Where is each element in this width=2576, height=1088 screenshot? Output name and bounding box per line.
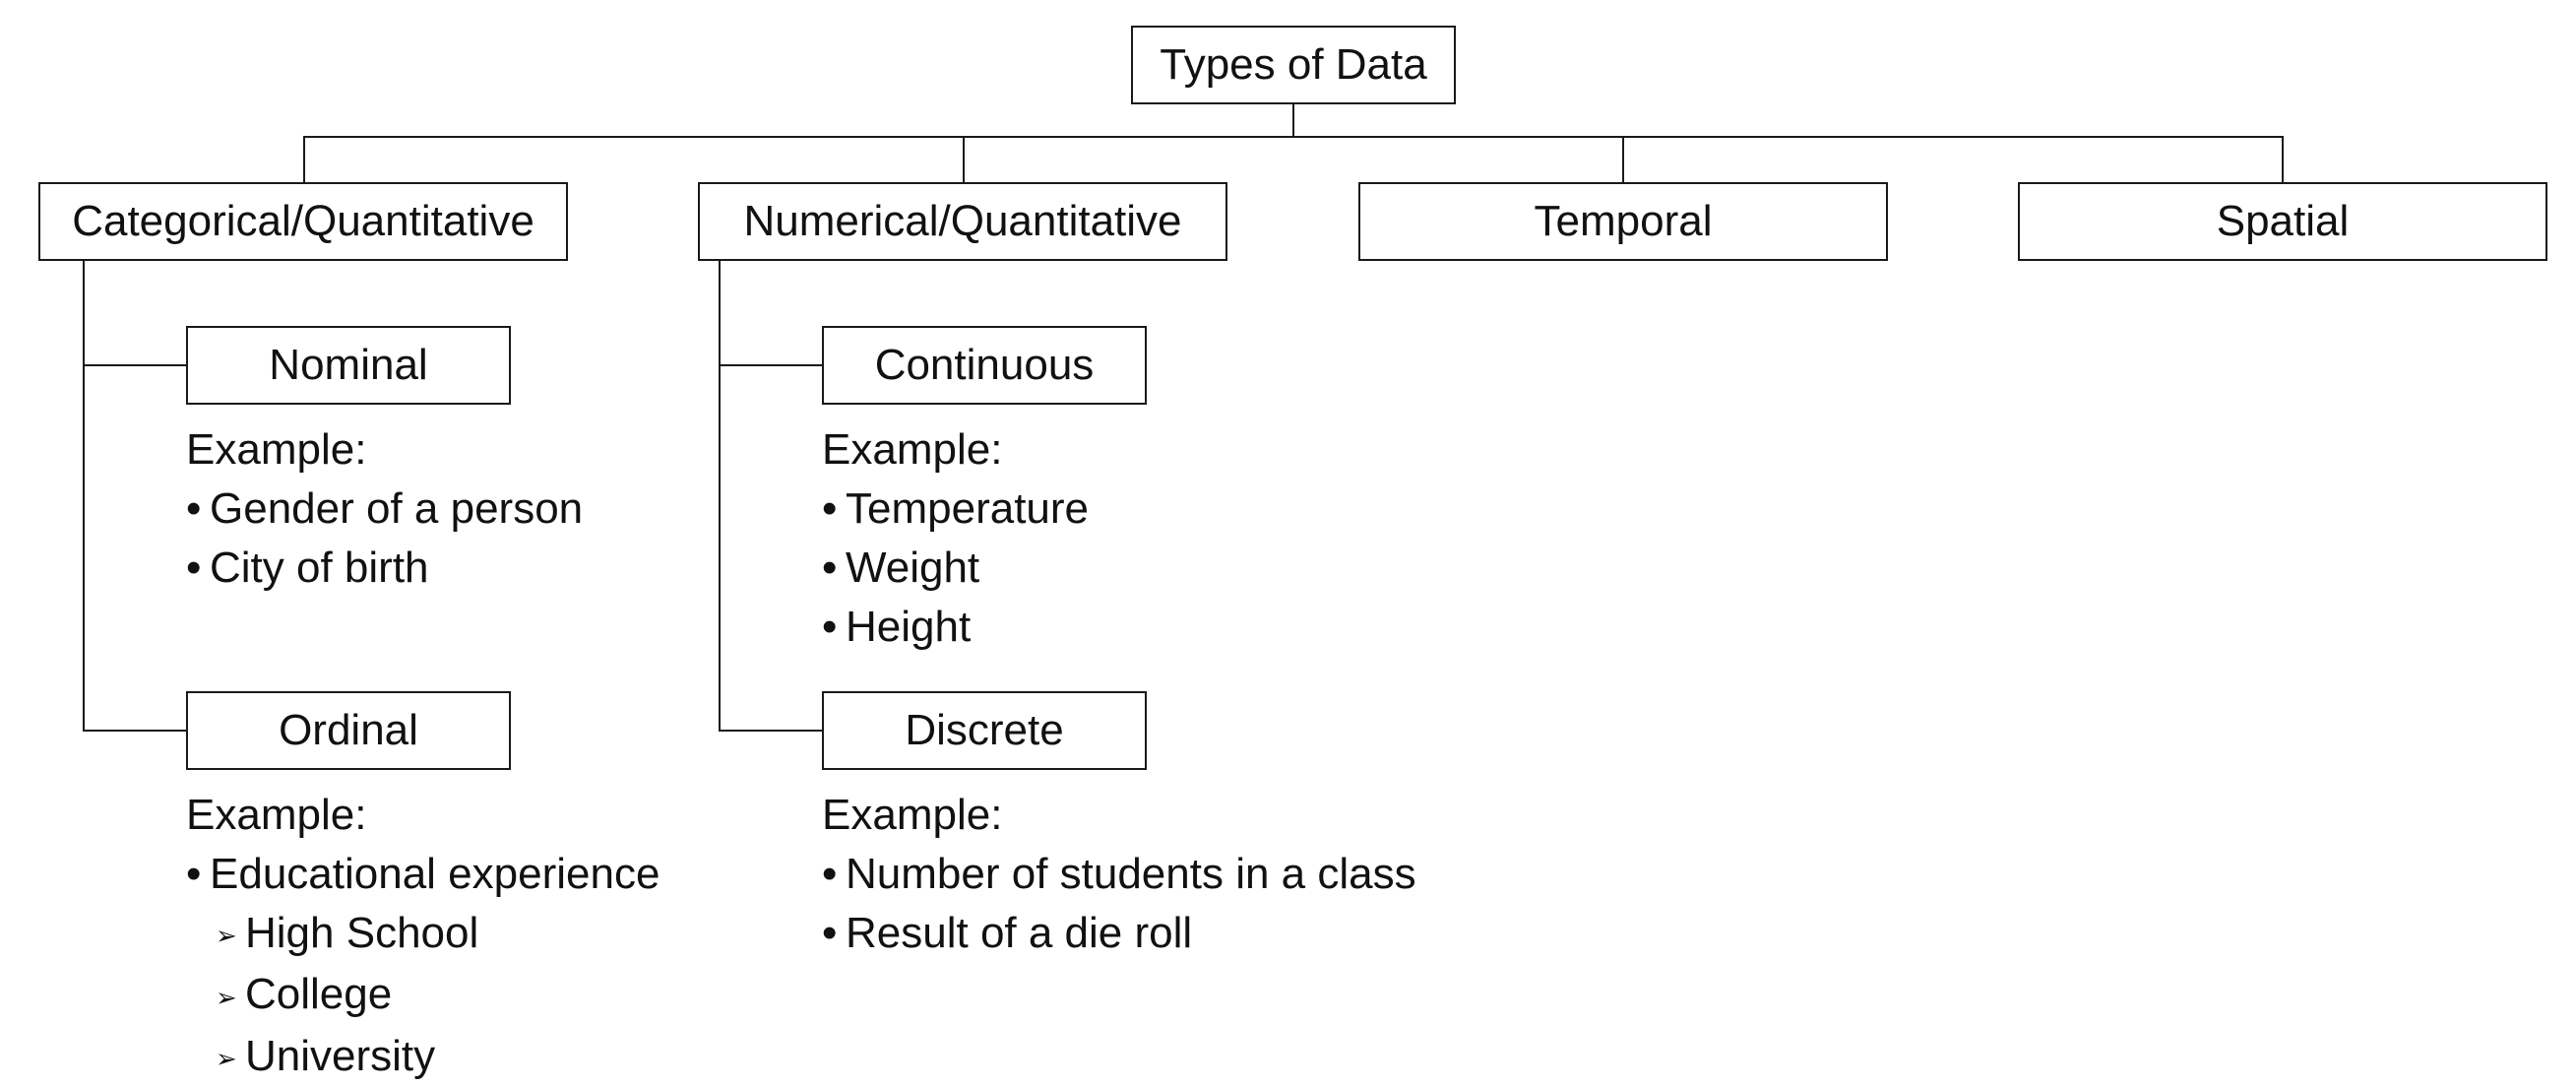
nominal-examples: Example: •Gender of a person •City of bi…	[186, 420, 583, 598]
continuous-example-1: Temperature	[846, 484, 1090, 533]
connector-to-nominal	[83, 364, 187, 366]
ordinal-label: Ordinal	[279, 706, 418, 754]
arrow-bullet-icon: ➢	[216, 1044, 237, 1074]
sub-list-item: ➢ College	[186, 965, 660, 1026]
continuous-example-2: Weight	[846, 544, 980, 592]
root-label: Types of Data	[1160, 40, 1427, 89]
connector-to-spatial	[2282, 136, 2284, 183]
continuous-examples: Example: •Temperature •Weight •Height	[822, 420, 1089, 657]
list-item: •Temperature	[822, 480, 1089, 539]
discrete-node: Discrete	[822, 691, 1147, 770]
discrete-examples: Example: •Number of students in a class …	[822, 786, 1416, 963]
list-item: •Weight	[822, 539, 1089, 598]
list-item: •City of birth	[186, 539, 583, 598]
arrow-bullet-icon: ➢	[216, 921, 237, 951]
bullet-icon: •	[822, 484, 838, 533]
bullet-icon: •	[822, 850, 838, 898]
spatial-label: Spatial	[2216, 197, 2350, 245]
continuous-label: Continuous	[874, 341, 1095, 389]
sub-list-item: ➢ High School	[186, 904, 660, 965]
bullet-icon: •	[186, 484, 202, 533]
numerical-label: Numerical/Quantitative	[743, 197, 1182, 245]
list-item: •Result of a die roll	[822, 904, 1416, 963]
sub-list-item: ➢ University	[186, 1027, 660, 1088]
nominal-label: Nominal	[269, 341, 428, 389]
spatial-node: Spatial	[2018, 182, 2547, 261]
discrete-example-1: Number of students in a class	[846, 850, 1416, 898]
connector-to-numerical	[963, 136, 965, 183]
list-item: •Educational experience	[186, 845, 660, 904]
connector-categorical-trunk	[83, 259, 85, 732]
connector-to-continuous	[719, 364, 823, 366]
ordinal-example-heading: Example:	[186, 791, 367, 839]
discrete-example-heading: Example:	[822, 791, 1003, 839]
nominal-example-heading: Example:	[186, 425, 367, 474]
ordinal-examples: Example: •Educational experience ➢ High S…	[186, 786, 660, 1088]
list-item: •Gender of a person	[186, 480, 583, 539]
list-item: •Number of students in a class	[822, 845, 1416, 904]
list-item: •Height	[822, 598, 1089, 657]
connector-level1-bar	[303, 136, 2284, 138]
arrow-bullet-icon: ➢	[216, 982, 237, 1012]
bullet-icon: •	[186, 850, 202, 898]
ordinal-subitem-2: College	[245, 970, 393, 1019]
bullet-icon: •	[822, 544, 838, 592]
discrete-label: Discrete	[905, 706, 1064, 754]
bullet-icon: •	[186, 544, 202, 592]
connector-root-down	[1292, 103, 1294, 138]
temporal-node: Temporal	[1358, 182, 1888, 261]
nominal-example-2: City of birth	[210, 544, 429, 592]
nominal-example-1: Gender of a person	[210, 484, 584, 533]
numerical-node: Numerical/Quantitative	[698, 182, 1227, 261]
ordinal-subitem-1: High School	[245, 909, 479, 957]
ordinal-node: Ordinal	[186, 691, 511, 770]
continuous-example-3: Height	[846, 603, 972, 651]
root-node: Types of Data	[1131, 26, 1456, 104]
ordinal-subitem-3: University	[245, 1031, 436, 1080]
connector-to-temporal	[1622, 136, 1624, 183]
ordinal-example-1: Educational experience	[210, 850, 660, 898]
nominal-node: Nominal	[186, 326, 511, 405]
connector-numerical-trunk	[719, 259, 721, 732]
categorical-label: Categorical/Quantitative	[72, 197, 534, 245]
connector-to-ordinal	[83, 730, 187, 732]
connector-to-categorical	[303, 136, 305, 183]
bullet-icon: •	[822, 909, 838, 957]
temporal-label: Temporal	[1534, 197, 1713, 245]
continuous-example-heading: Example:	[822, 425, 1003, 474]
bullet-icon: •	[822, 603, 838, 651]
connector-to-discrete	[719, 730, 823, 732]
discrete-example-2: Result of a die roll	[846, 909, 1193, 957]
categorical-node: Categorical/Quantitative	[38, 182, 568, 261]
continuous-node: Continuous	[822, 326, 1147, 405]
